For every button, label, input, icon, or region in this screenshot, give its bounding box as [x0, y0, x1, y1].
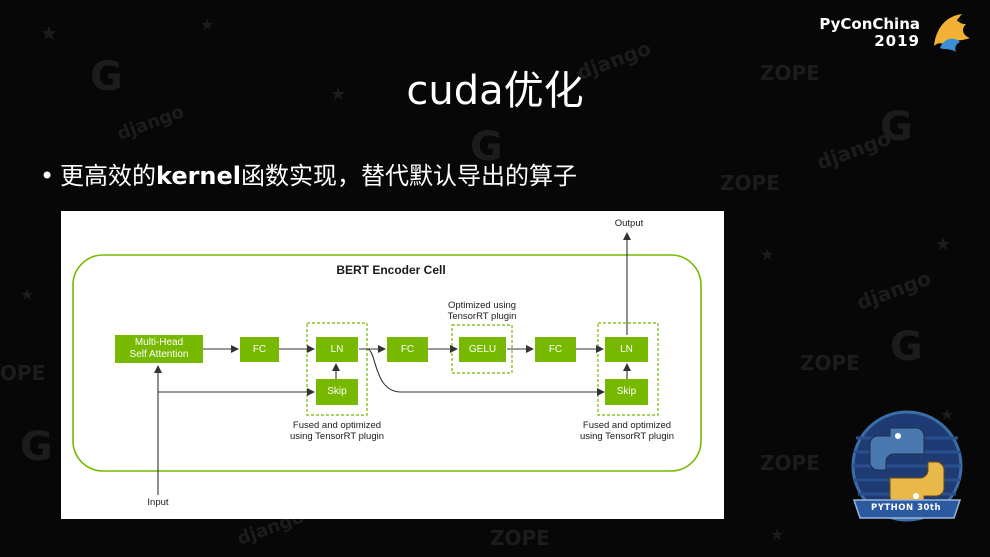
diagram-connectors: [72, 232, 702, 495]
svg-text:ZOPE: ZOPE: [760, 61, 820, 85]
svg-text:G: G: [880, 104, 913, 150]
gelu-node: GELU: [459, 337, 506, 362]
gelu-optimized-label: Optimized using TensorRT plugin: [447, 300, 517, 322]
svg-text:ZOPE: ZOPE: [720, 171, 780, 195]
badge-label: PYTHON 30th: [870, 503, 942, 513]
svg-text:★: ★: [20, 285, 34, 304]
bullet-suffix: 函数实现，替代默认导出的算子: [241, 162, 578, 190]
svg-text:OPE: OPE: [0, 361, 45, 385]
ln-node-2: LN: [605, 337, 648, 362]
svg-text:★: ★: [330, 84, 346, 105]
brand-name: PyConChina: [819, 15, 920, 33]
output-label: Output: [614, 218, 644, 229]
bert-encoder-diagram: BERT Encoder Cell Multi-Head Self Attent…: [61, 211, 724, 519]
bullet-dot-icon: •: [40, 162, 55, 190]
svg-text:G: G: [890, 324, 923, 370]
skip-node-2: Skip: [605, 379, 648, 405]
svg-text:★: ★: [935, 234, 951, 255]
fc-node-1: FC: [240, 337, 279, 362]
svg-text:ZOPE: ZOPE: [490, 526, 550, 550]
cell-title: BERT Encoder Cell: [336, 263, 446, 277]
fused-group-left: [306, 322, 368, 416]
svg-text:G: G: [90, 54, 123, 100]
svg-text:ZOPE: ZOPE: [760, 451, 820, 475]
bullet-point: •更高效的kernel函数实现，替代默认导出的算子: [40, 156, 577, 191]
brand-year: 2019: [874, 32, 920, 50]
dragon-logo-icon: [934, 14, 970, 52]
svg-text:G: G: [20, 424, 53, 470]
bullet-prefix: 更高效的: [60, 162, 156, 190]
svg-text:G: G: [470, 124, 503, 170]
encoder-cell-border: [72, 254, 702, 472]
fused-label-left: Fused and optimized using TensorRT plugi…: [289, 420, 384, 442]
slide-title: cuda优化: [406, 68, 584, 114]
multi-head-attention-node: Multi-Head Self Attention: [115, 335, 203, 363]
svg-text:★: ★: [200, 15, 214, 34]
svg-text:★: ★: [940, 405, 954, 424]
fc-node-3: FC: [535, 337, 576, 362]
python-30th-badge-icon: [851, 410, 963, 522]
svg-text:django: django: [854, 266, 935, 315]
skip-node-1: Skip: [316, 379, 358, 405]
ln-node-1: LN: [316, 337, 358, 362]
input-label: Input: [147, 497, 169, 508]
fused-label-right: Fused and optimized using TensorRT plugi…: [579, 420, 674, 442]
fc-node-2: FC: [387, 337, 428, 362]
bullet-bold: kernel: [156, 162, 242, 190]
fused-group-right: [597, 322, 659, 416]
svg-text:★: ★: [40, 21, 58, 45]
svg-text:★: ★: [760, 245, 774, 264]
svg-text:★: ★: [770, 525, 784, 544]
brand-logo-text: PyConChina 2019: [810, 16, 920, 50]
svg-text:ZOPE: ZOPE: [800, 351, 860, 375]
